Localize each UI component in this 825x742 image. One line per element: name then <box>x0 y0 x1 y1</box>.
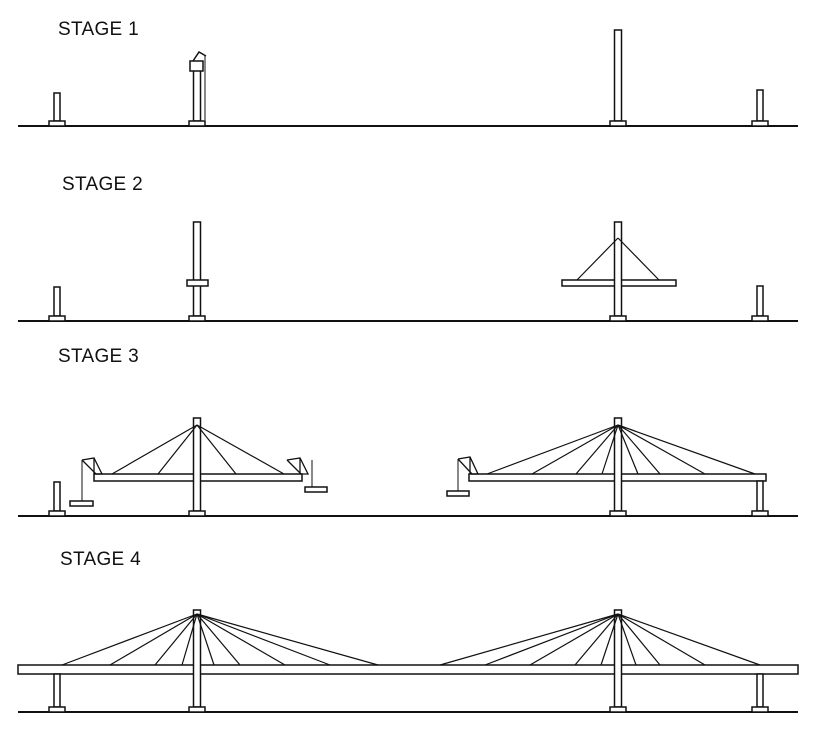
stay-cable <box>601 424 619 475</box>
stay-cable <box>154 613 198 666</box>
stay-cable <box>617 424 661 475</box>
deck <box>17 664 799 675</box>
pier <box>756 89 764 122</box>
tower-footing <box>188 510 206 517</box>
pier-footing <box>751 315 769 322</box>
stay-cable <box>196 424 237 475</box>
stay-cable <box>576 237 619 281</box>
stay-cable <box>574 613 619 666</box>
stay-cable <box>617 424 639 475</box>
stay-cable <box>196 424 285 475</box>
stay-cable <box>617 613 706 666</box>
stay-cable <box>486 424 619 475</box>
pier <box>53 92 61 122</box>
stay-cable <box>531 424 619 475</box>
stay-cable <box>196 613 286 666</box>
stage-2-label: STAGE 2 <box>62 174 143 195</box>
stay-cable <box>575 424 619 475</box>
stay-cable <box>617 613 661 666</box>
stay-cable <box>181 613 198 666</box>
deck-segment-load <box>446 490 470 497</box>
stay-cable <box>157 424 198 475</box>
pier <box>756 673 764 708</box>
pier <box>756 285 764 317</box>
tower <box>192 609 202 708</box>
tower <box>613 609 623 708</box>
tower <box>613 29 623 122</box>
pier <box>53 286 61 317</box>
tower-footing <box>609 706 627 713</box>
stay-cable <box>529 613 619 666</box>
stay-cable <box>111 424 198 475</box>
deck-bracket <box>186 279 209 287</box>
tower <box>613 221 623 317</box>
derrick-crane <box>457 456 480 475</box>
tower <box>192 69 202 122</box>
tower <box>192 417 202 512</box>
deck-segment-load <box>304 486 328 493</box>
stay-cable <box>196 613 379 666</box>
stay-cable <box>484 613 619 666</box>
stay-cable <box>600 613 619 666</box>
tower-footing <box>188 120 206 127</box>
derrick-crane <box>81 457 104 475</box>
tower <box>192 221 202 317</box>
pier-footing <box>48 315 66 322</box>
pier-footing <box>751 510 769 517</box>
stay-cable <box>61 613 198 666</box>
stay-cable <box>439 613 619 666</box>
stay-cable <box>196 613 215 666</box>
stage-1-label: STAGE 1 <box>58 19 139 40</box>
stay-cable <box>109 613 198 666</box>
tower-footing <box>188 706 206 713</box>
pier-footing <box>751 706 769 713</box>
tower-footing <box>609 510 627 517</box>
stay-cable <box>196 613 241 666</box>
tower-footing <box>609 315 627 322</box>
deck-segment-load <box>69 500 94 507</box>
stay-cable <box>617 424 756 475</box>
derrick-crane <box>286 457 310 475</box>
tower-footing <box>609 120 627 127</box>
stay-cable <box>617 613 761 666</box>
stage-3-label: STAGE 3 <box>58 346 139 367</box>
pier <box>53 673 61 708</box>
stage-4-label: STAGE 4 <box>60 549 141 570</box>
pier-footing <box>48 510 66 517</box>
pier-footing <box>48 120 66 127</box>
stay-cable <box>196 613 331 666</box>
stay-cable <box>617 424 706 475</box>
stay-cable <box>617 237 660 281</box>
pier-footing <box>751 120 769 127</box>
pier-footing <box>48 706 66 713</box>
tower-crane-cab <box>189 60 204 72</box>
pier <box>53 481 61 512</box>
tower-footing <box>188 315 206 322</box>
pier <box>756 480 764 512</box>
stay-cable <box>617 613 637 666</box>
tower-crane-jib <box>192 51 207 62</box>
